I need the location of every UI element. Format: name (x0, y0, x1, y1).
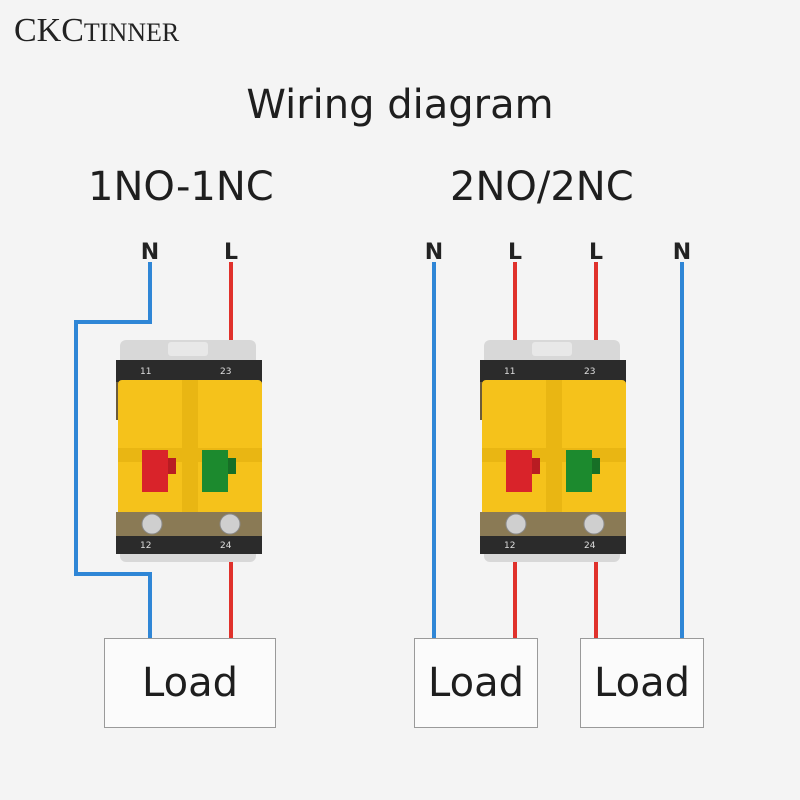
left-subtitle: 1NO-1NC (88, 164, 274, 210)
right-load-label-1: Load (428, 660, 524, 706)
right-label-l1: L (507, 240, 523, 265)
left-terminal-strip-top (116, 360, 262, 382)
right-subtitle: 2NO/2NC (450, 164, 634, 210)
left-load-box: Load (104, 638, 276, 728)
left-load-label: Load (142, 660, 238, 706)
right-term-top-right: 23 (584, 367, 595, 377)
diagram-title: Wiring diagram (246, 82, 554, 128)
right-label-l2: L (588, 240, 604, 265)
right-screw-icon-bl (505, 513, 527, 535)
right-no-button (566, 450, 592, 492)
right-label-n1: N (424, 240, 444, 265)
left-screw-icon-bl (141, 513, 163, 535)
right-terminal-strip-top (480, 360, 626, 382)
right-term-bottom-right: 24 (584, 541, 596, 551)
brand-logo-main: CKC (14, 12, 84, 49)
right-nc-button (506, 450, 532, 492)
right-term-top-left: 11 (504, 367, 515, 377)
left-nc-button (142, 450, 168, 492)
right-terminal-strip-bottom (480, 536, 626, 554)
left-term-top-right: 23 (220, 367, 231, 377)
left-label-l: L (223, 240, 239, 265)
left-no-button (202, 450, 228, 492)
right-switch-block: 11 23 12 24 (480, 340, 626, 562)
right-load-box-1: Load (414, 638, 538, 728)
left-term-bottom-left: 12 (140, 541, 151, 551)
right-label-n2: N (672, 240, 692, 265)
left-term-top-left: 11 (140, 367, 151, 377)
right-term-bottom-left: 12 (504, 541, 515, 551)
left-switch-block: 11 23 12 24 (116, 340, 262, 562)
right-load-label-2: Load (594, 660, 690, 706)
right-load-box-2: Load (580, 638, 704, 728)
left-terminal-strip-bottom (116, 536, 262, 554)
left-neutral-wire (74, 262, 152, 640)
left-label-n: N (140, 240, 160, 265)
brand-logo-suffix: TINNER (83, 18, 180, 47)
brand-logo: CKCTINNER (14, 14, 179, 48)
right-screw-icon-br (583, 513, 605, 535)
left-term-bottom-right: 24 (220, 541, 232, 551)
left-screw-icon-br (219, 513, 241, 535)
